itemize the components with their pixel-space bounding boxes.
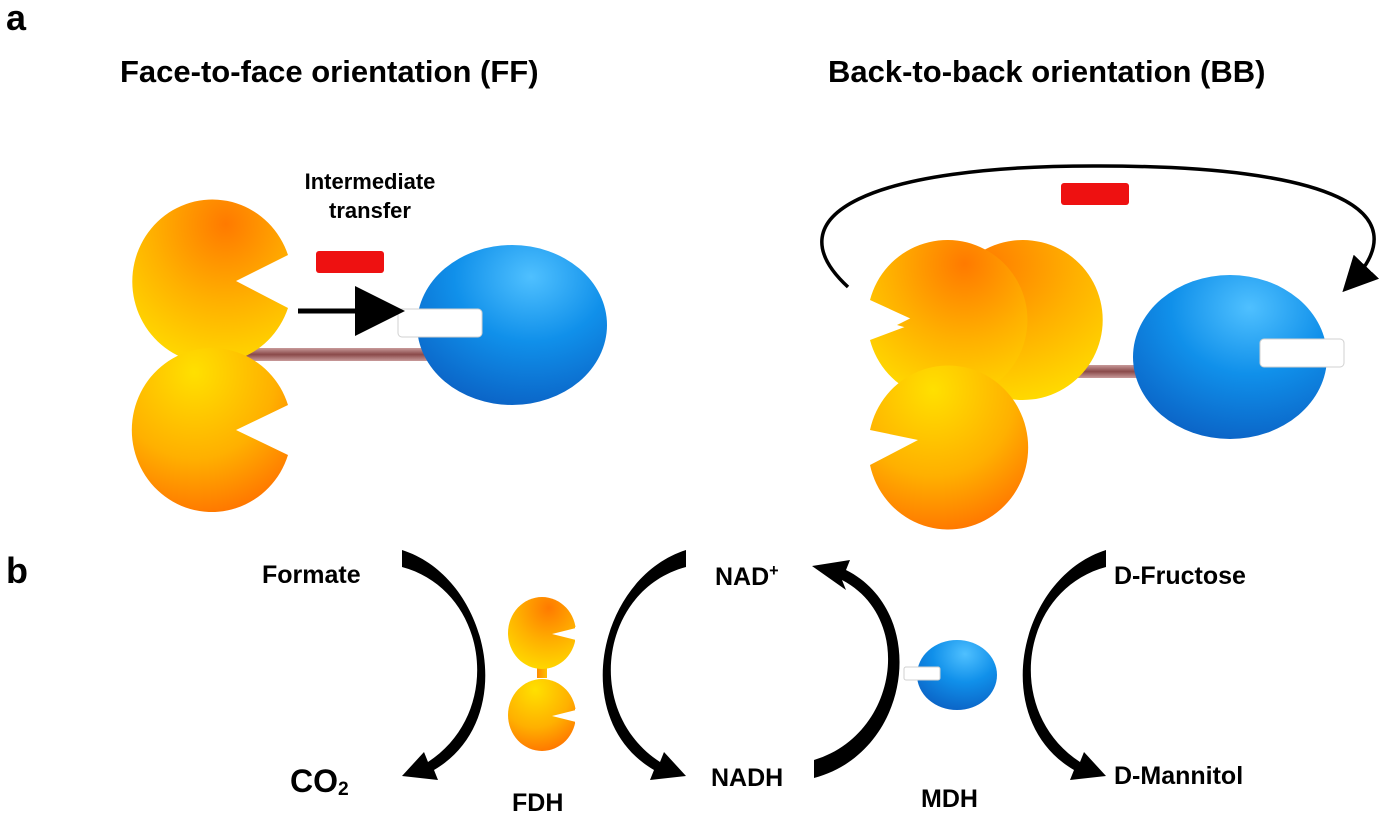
small-fdh-subunit-bottom — [508, 679, 576, 751]
reaction-scheme — [402, 550, 1106, 780]
ff-fdh-subunit-top — [132, 199, 288, 364]
ff-mdh-active-site — [397, 308, 483, 338]
bb-construct — [820, 164, 1380, 530]
ff-intermediate — [316, 251, 384, 273]
bb-fdh-subunit-bottom — [870, 365, 1029, 530]
small-mdh-active-site — [903, 666, 941, 681]
small-fdh-notch-bottom — [552, 710, 576, 722]
intermediate-transfer-label: Intermediate transfer — [287, 168, 453, 225]
nad-main: NAD — [715, 563, 770, 591]
small-fdh-notch-top — [552, 628, 576, 640]
ff-construct — [131, 199, 607, 512]
intermediate-transfer-line2: transfer — [329, 197, 411, 223]
co2-subscript: 2 — [338, 778, 349, 800]
mannitol-label: D-Mannitol — [1114, 762, 1244, 790]
small-fdh-subunit-top — [508, 597, 576, 669]
bb-intermediate — [1061, 183, 1129, 205]
small-fdh-neck — [537, 666, 547, 678]
ff-linker — [220, 348, 430, 361]
fructose-label: D-Fructose — [1114, 562, 1246, 590]
ff-title: Face-to-face orientation (FF) — [120, 54, 539, 89]
nad-to-nadh-arrow — [602, 550, 686, 780]
nadh-to-nad-arrow — [812, 560, 900, 778]
co2-label: CO2 — [290, 763, 349, 800]
bb-mdh-enzyme — [1133, 275, 1327, 439]
bb-mdh-active-site — [1259, 338, 1345, 368]
small-mdh-enzyme — [917, 640, 997, 710]
small-fdh-site-bottom — [575, 709, 585, 723]
fdh-label: FDH — [512, 789, 564, 817]
nad-superscript: + — [769, 561, 779, 580]
small-fdh-site-top — [575, 627, 585, 641]
nad-label: NAD+ — [715, 561, 779, 591]
bb-title: Back-to-back orientation (BB) — [828, 54, 1266, 89]
panel-b-letter: b — [6, 550, 28, 591]
bb-fdh-subunit-top-face — [870, 239, 1028, 400]
mdh-label: MDH — [921, 785, 978, 813]
ff-fdh-subunit-bottom — [131, 348, 288, 512]
formate-to-co2-arrow — [402, 550, 486, 780]
co2-main: CO — [290, 763, 338, 799]
formate-label: Formate — [262, 561, 361, 589]
fructose-to-mannitol-arrow — [1022, 550, 1106, 780]
intermediate-transfer-line1: Intermediate — [304, 169, 436, 194]
panel-a-letter: a — [6, 0, 27, 38]
nadh-label: NADH — [711, 764, 784, 792]
bb-transfer-arrow — [820, 164, 1380, 293]
ff-mdh-enzyme — [417, 245, 607, 405]
